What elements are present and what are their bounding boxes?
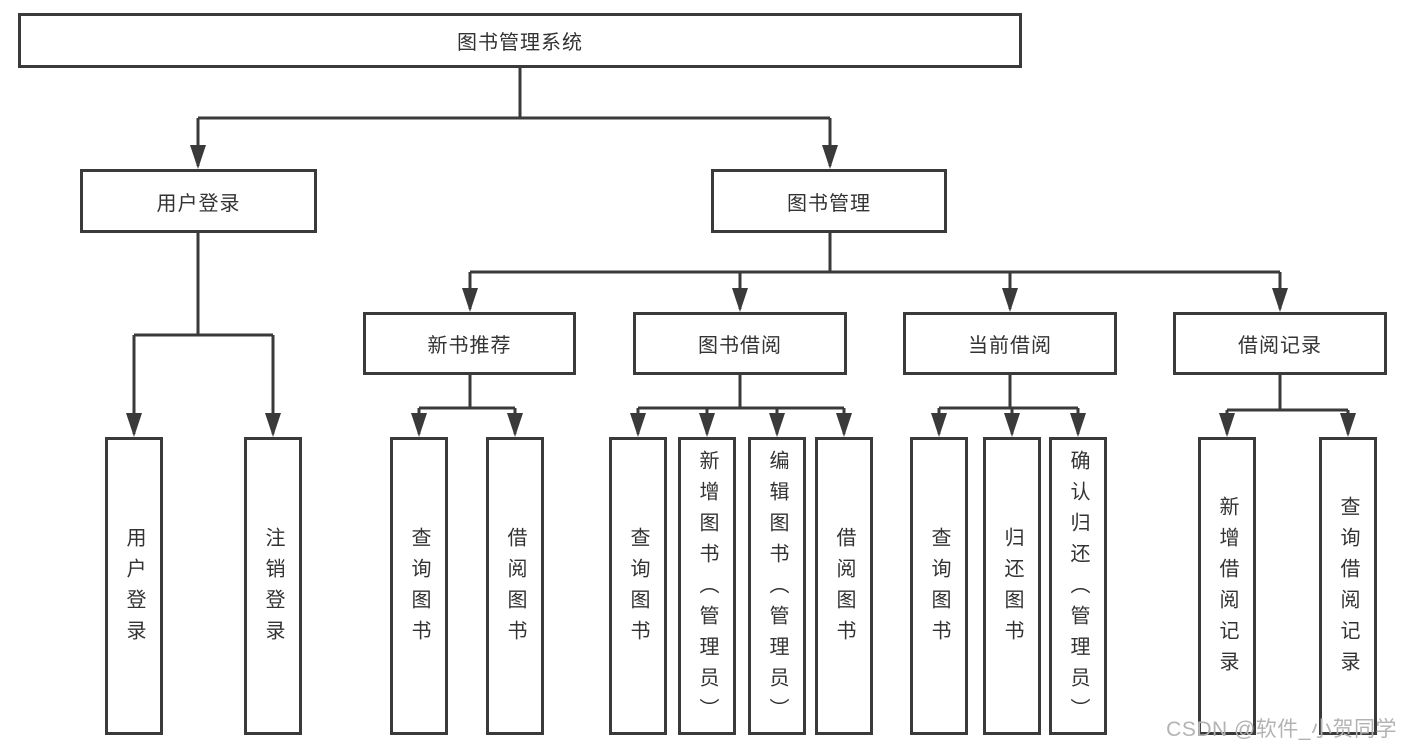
leaf-borrow-books-recommend: 借阅图书 (486, 437, 544, 735)
arrowheads (126, 145, 1356, 437)
leaf-add-books-admin: 新增图书（管理员） (678, 437, 736, 735)
node-new-book-recommendation: 新书推荐 (363, 312, 576, 375)
node-current-borrowing: 当前借阅 (903, 312, 1117, 375)
leaf-return-books: 归还图书 (983, 437, 1041, 735)
leaf-user-login: 用户登录 (105, 437, 163, 735)
node-user-login: 用户登录 (80, 169, 317, 233)
node-book-borrowing: 图书借阅 (633, 312, 847, 375)
leaf-borrow-books-borrowing: 借阅图书 (815, 437, 873, 735)
leaf-confirm-return-admin: 确认归还（管理员） (1049, 437, 1107, 735)
node-library-management-system: 图书管理系统 (18, 13, 1022, 68)
leaf-query-borrow-record: 查询借阅记录 (1319, 437, 1377, 735)
leaf-edit-books-admin: 编辑图书（管理员） (748, 437, 806, 735)
leaf-query-books-recommend: 查询图书 (390, 437, 448, 735)
leaf-query-books-current: 查询图书 (910, 437, 968, 735)
csdn-watermark: CSDN @软件_小贺同学 (1166, 718, 1397, 741)
node-borrowing-records: 借阅记录 (1173, 312, 1387, 375)
leaf-query-books-borrowing: 查询图书 (609, 437, 667, 735)
leaf-logout: 注销登录 (244, 437, 302, 735)
leaf-add-borrow-record: 新增借阅记录 (1198, 437, 1256, 735)
node-book-management: 图书管理 (711, 169, 947, 233)
